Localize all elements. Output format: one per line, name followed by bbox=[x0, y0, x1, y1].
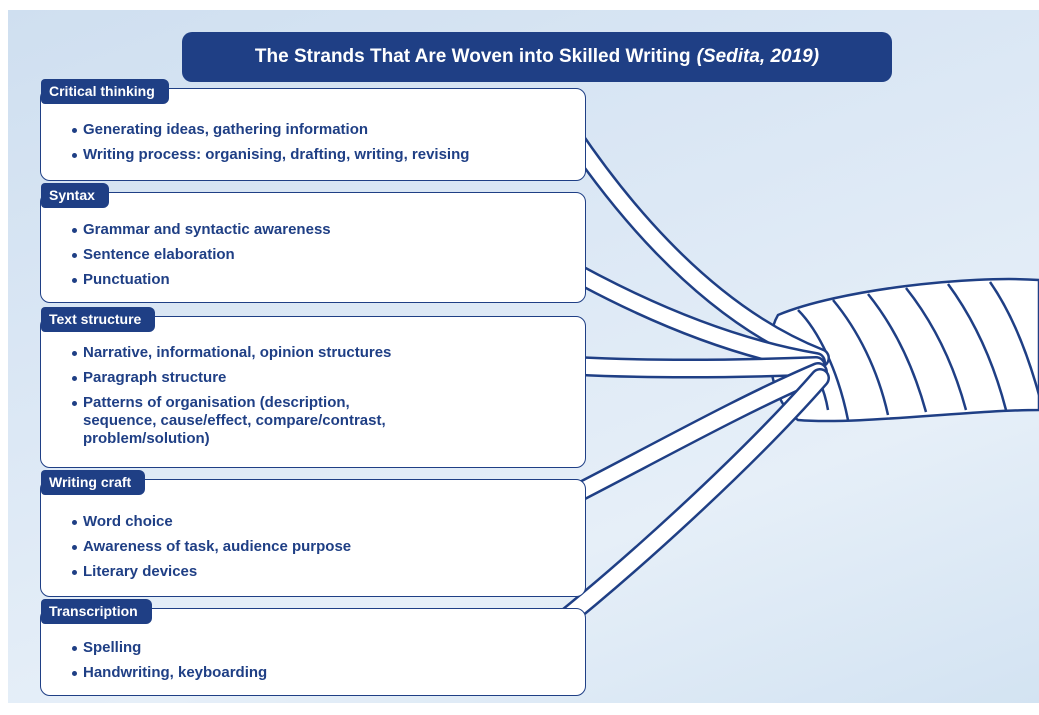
category-label: Text structure bbox=[41, 307, 156, 332]
category-label: Transcription bbox=[41, 599, 152, 624]
category-label: Critical thinking bbox=[41, 79, 169, 104]
list-item: Narrative, informational, opinion struct… bbox=[41, 344, 585, 362]
category-box-critical-thinking: Critical thinking Generating ideas, gath… bbox=[40, 79, 586, 181]
list-item: Handwriting, keyboarding bbox=[41, 664, 585, 682]
diagram-panel: The Strands That Are Woven into Skilled … bbox=[8, 10, 1039, 703]
category-box-writing-craft: Writing craft Word choice Awareness of t… bbox=[40, 470, 586, 597]
category-box-transcription: Transcription Spelling Handwriting, keyb… bbox=[40, 599, 586, 696]
category-box-syntax: Syntax Grammar and syntactic awareness S… bbox=[40, 183, 586, 303]
category-label: Syntax bbox=[41, 183, 109, 208]
list-item: Generating ideas, gathering information bbox=[41, 121, 585, 139]
list-item: Word choice bbox=[41, 513, 585, 531]
list-item: Paragraph structure bbox=[41, 369, 585, 387]
twisted-rope bbox=[768, 277, 1039, 423]
list-item: Sentence elaboration bbox=[41, 246, 585, 264]
list-item: Patterns of organisation (description, s… bbox=[41, 394, 413, 448]
category-label: Writing craft bbox=[41, 470, 146, 495]
list-item: Spelling bbox=[41, 639, 585, 657]
list-item: Punctuation bbox=[41, 271, 585, 289]
list-item: Awareness of task, audience purpose bbox=[41, 538, 585, 556]
category-box-text-structure: Text structure Narrative, informational,… bbox=[40, 307, 586, 468]
title-citation: (Sedita, 2019) bbox=[696, 46, 820, 67]
list-item: Grammar and syntactic awareness bbox=[41, 221, 585, 239]
list-item: Writing process: organising, drafting, w… bbox=[41, 146, 585, 164]
diagram-title: The Strands That Are Woven into Skilled … bbox=[182, 32, 892, 82]
title-text: The Strands That Are Woven into Skilled … bbox=[254, 46, 691, 67]
list-item: Literary devices bbox=[41, 563, 585, 581]
